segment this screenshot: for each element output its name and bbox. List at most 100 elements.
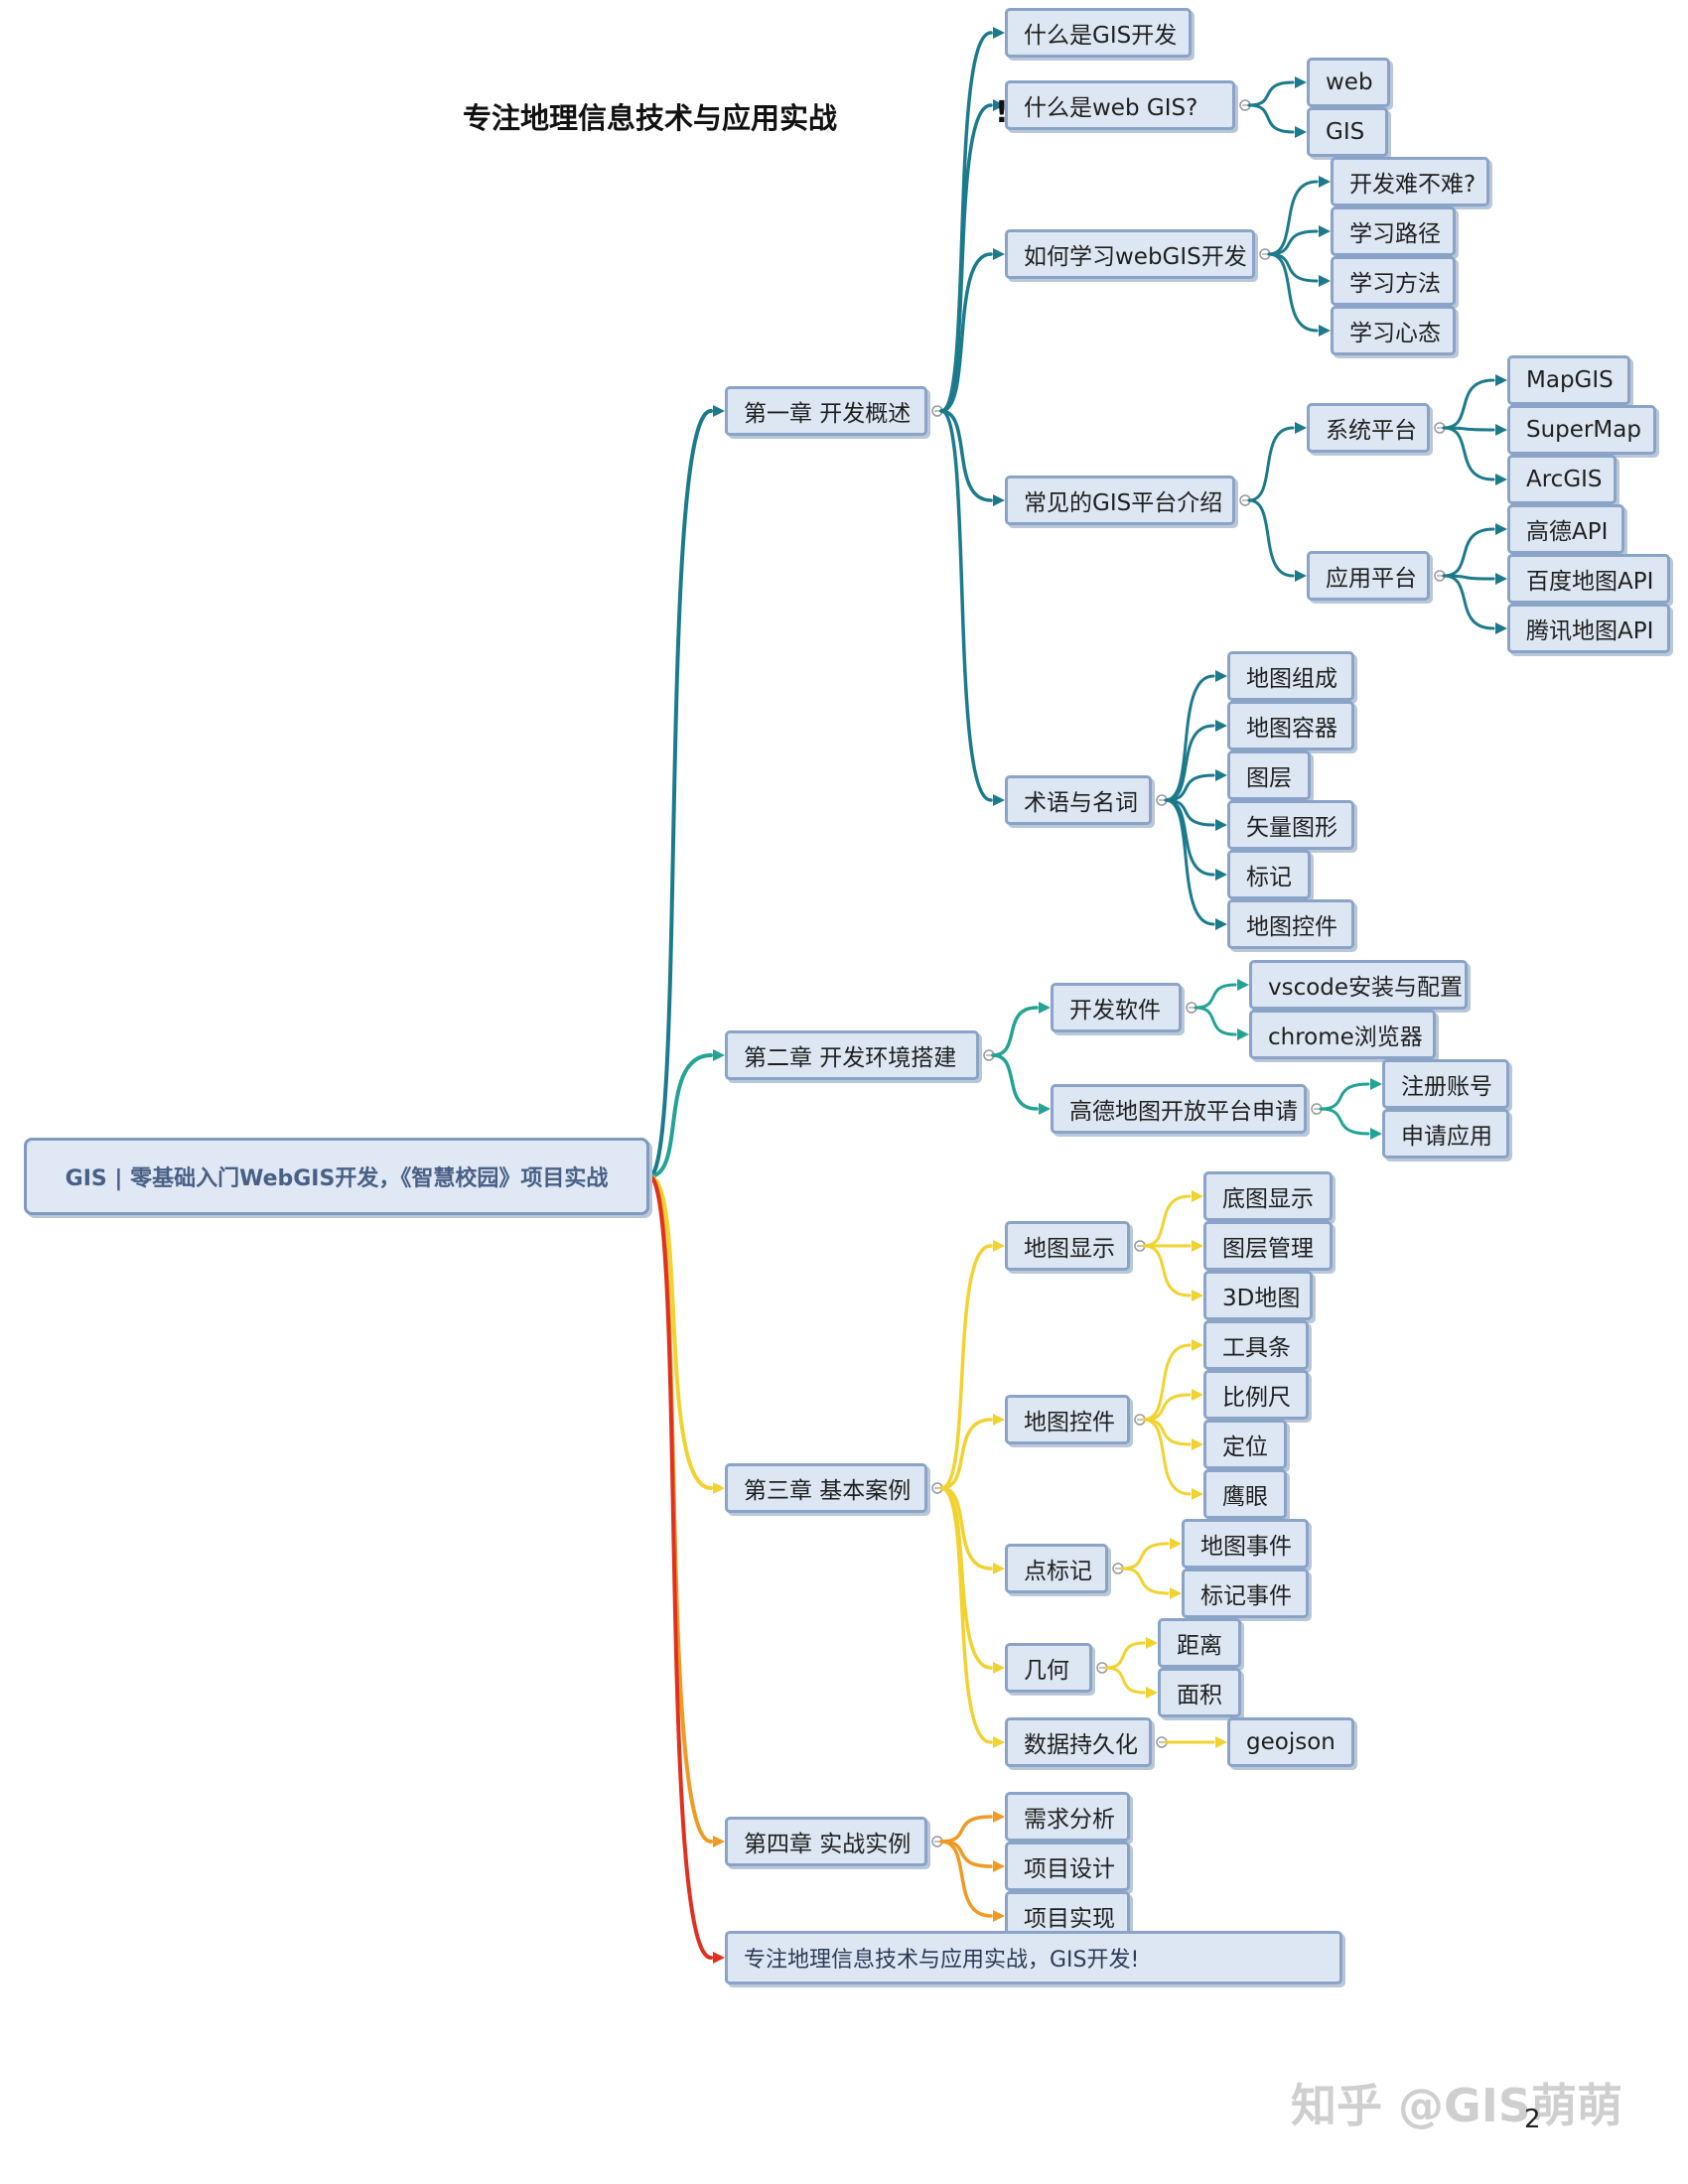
leaf-node-arcgis[interactable]: ArcGIS: [1507, 455, 1617, 504]
leaf-node-3-2-1[interactable]: 工具条: [1203, 1320, 1309, 1370]
leaf-node-supermap[interactable]: SuperMap: [1507, 405, 1656, 455]
leaf-connector-2-1-2-arrowhead: [1237, 1028, 1249, 1040]
leaf-connector-1-3-3: [1267, 252, 1319, 283]
subtopic-node-1-4-1[interactable]: 系统平台: [1307, 403, 1430, 453]
leaf-node-1-3-3[interactable]: 学习方法: [1331, 256, 1456, 306]
topic-connector-1-4-arrowhead: [993, 494, 1005, 506]
topic-node-1-1[interactable]: 什么是GIS开发: [1005, 8, 1192, 58]
root-node[interactable]: GIS | 零基础入门WebGIS开发，《智慧校园》项目实战: [24, 1138, 649, 1215]
leaf-node-3-2-4[interactable]: 鹰眼: [1203, 1469, 1287, 1519]
chapter-connector-2: [647, 1053, 713, 1178]
topic-node-3-1[interactable]: 地图显示: [1005, 1221, 1130, 1271]
page-number: 2: [1524, 2105, 1541, 2134]
leaf-connector-2-1-1-arrowhead: [1237, 979, 1249, 991]
chapter-connector-1-arrowhead: [713, 405, 725, 417]
leaf-node-1-5-4[interactable]: 矢量图形: [1227, 800, 1354, 850]
leaf-node-3-2-3[interactable]: 定位: [1203, 1420, 1287, 1469]
topic-node-1-4[interactable]: 常见的GIS平台介绍: [1005, 476, 1235, 525]
topic-node-2-2[interactable]: 高德地图开放平台申请: [1051, 1084, 1307, 1134]
topic-node-1-2[interactable]: 什么是web GIS?: [1005, 80, 1235, 130]
chapter-node-3[interactable]: 第三章 基本案例: [725, 1463, 927, 1513]
leaf-node-2-2-1[interactable]: 注册账号: [1382, 1059, 1509, 1109]
leaf-connector-1-4-1-2-arrowhead: [1495, 424, 1507, 436]
leaf-connector-3-4-2: [1104, 1666, 1146, 1695]
page-title: 专注地理信息技术与应用实战: [463, 101, 838, 135]
leaf-node-2-2-2[interactable]: 申请应用: [1382, 1109, 1509, 1159]
leaf-connector-1-3-4: [1267, 252, 1319, 333]
leaf-node-1-5-2[interactable]: 地图容器: [1227, 701, 1354, 751]
leaf-node-mapgis[interactable]: MapGIS: [1507, 355, 1630, 405]
leaf-connector-1-4-2-1-arrowhead: [1495, 523, 1507, 535]
leaf-node-gis[interactable]: GIS: [1307, 107, 1388, 157]
topic-connector-1-1-arrowhead: [993, 27, 1005, 39]
leaf-node-chrome[interactable]: chrome浏览器: [1249, 1010, 1436, 1059]
topic-node-1-3[interactable]: 如何学习webGIS开发: [1005, 229, 1255, 279]
leaf-node-api[interactable]: 高德API: [1507, 504, 1624, 554]
topic-node-3-2[interactable]: 地图控件: [1005, 1395, 1130, 1444]
leaf-connector-1-5-5: [1164, 798, 1215, 877]
leaf-node-1-3-4[interactable]: 学习心态: [1331, 306, 1456, 355]
topic-node-2-1[interactable]: 开发软件: [1051, 983, 1182, 1032]
leaf-connector-1-2-2-arrowhead: [1295, 126, 1307, 138]
leaf-node-3-3-2[interactable]: 标记事件: [1182, 1569, 1309, 1618]
topic-connector-3-5: [939, 1486, 993, 1744]
topic-connector-2-2-arrowhead: [1039, 1103, 1051, 1115]
footer-node[interactable]: 专注地理信息技术与应用实战，GIS开发!: [725, 1931, 1342, 1984]
leaf-connector-3-4-1-arrowhead: [1146, 1637, 1158, 1649]
topic-node-1-5[interactable]: 术语与名词: [1005, 775, 1152, 825]
leaf-node-3d[interactable]: 3D地图: [1203, 1271, 1313, 1320]
leaf-connector-3-2-2-arrowhead: [1192, 1389, 1203, 1401]
leaf-connector-1-4-2-arrowhead: [1295, 570, 1307, 582]
leaf-node-3-4-1[interactable]: 距离: [1158, 1618, 1241, 1668]
leaf-node-1-5-5[interactable]: 标记: [1227, 850, 1311, 899]
leaf-connector-2-1-2: [1194, 1006, 1237, 1036]
chapter-node-4[interactable]: 第四章 实战实例: [725, 1817, 927, 1866]
leaf-connector-3-2-1: [1142, 1343, 1192, 1422]
leaf-node-1-5-6[interactable]: 地图控件: [1227, 899, 1354, 949]
chapter-node-1[interactable]: 第一章 开发概述: [725, 386, 927, 436]
topic-connector-3-2-arrowhead: [993, 1414, 1005, 1426]
leaf-connector-1-3-3-arrowhead: [1319, 275, 1331, 287]
leaf-connector-1-3-2: [1267, 229, 1319, 256]
leaf-connector-2-2-2-arrowhead: [1370, 1128, 1382, 1140]
leaf-node-1-3-1[interactable]: 开发难不难?: [1331, 157, 1489, 206]
leaf-node-vscode[interactable]: vscode安装与配置: [1249, 960, 1468, 1010]
leaf-connector-1-3-1: [1267, 180, 1319, 256]
leaf-node-api[interactable]: 百度地图API: [1507, 554, 1670, 604]
chapter-connector-3-arrowhead: [713, 1482, 725, 1494]
leaf-node-geojson[interactable]: geojson: [1227, 1717, 1354, 1767]
leaf-node-3-1-1[interactable]: 底图显示: [1203, 1171, 1333, 1221]
topic-node-3-5[interactable]: 数据持久化: [1005, 1717, 1152, 1767]
leaf-connector-1-5-4-arrowhead: [1215, 819, 1227, 831]
leaf-node-1-5-3[interactable]: 图层: [1227, 751, 1311, 800]
topic-node-4-2[interactable]: 项目设计: [1005, 1842, 1130, 1891]
leaf-connector-3-4-2-arrowhead: [1146, 1687, 1158, 1699]
leaf-node-3-3-1[interactable]: 地图事件: [1182, 1519, 1309, 1569]
leaf-node-1-5-1[interactable]: 地图组成: [1227, 651, 1354, 701]
topic-connector-3-1-arrowhead: [993, 1240, 1005, 1252]
topic-node-3-3[interactable]: 点标记: [1005, 1544, 1108, 1593]
leaf-connector-1-4-1-3: [1442, 426, 1495, 481]
leaf-connector-1-2-1-arrowhead: [1295, 76, 1307, 88]
leaf-connector-3-5-1-arrowhead: [1215, 1736, 1227, 1748]
leaf-connector-3-4-1: [1104, 1641, 1146, 1670]
topic-connector-4-3-arrowhead: [993, 1910, 1005, 1922]
topic-node-4-1[interactable]: 需求分析: [1005, 1792, 1130, 1842]
leaf-node-3-2-2[interactable]: 比例尺: [1203, 1370, 1309, 1420]
leaf-connector-3-1-1: [1142, 1194, 1192, 1248]
topic-connector-1-2: [939, 103, 993, 413]
topic-connector-3-2: [939, 1418, 993, 1490]
leaf-node-web[interactable]: web: [1307, 58, 1390, 107]
leaf-node-api[interactable]: 腾讯地图API: [1507, 604, 1670, 653]
leaf-connector-2-2-1-arrowhead: [1370, 1078, 1382, 1090]
leaf-node-1-3-2[interactable]: 学习路径: [1331, 206, 1456, 256]
leaf-connector-1-4-2-3: [1442, 574, 1495, 630]
leaf-node-3-1-2[interactable]: 图层管理: [1203, 1221, 1333, 1271]
topic-node-3-4[interactable]: 几何: [1005, 1643, 1092, 1693]
leaf-connector-1-2-1: [1247, 80, 1295, 107]
leaf-connector-1-5-5-arrowhead: [1215, 869, 1227, 881]
chapter-node-2[interactable]: 第二章 开发环境搭建: [725, 1030, 979, 1080]
leaf-node-3-4-2[interactable]: 面积: [1158, 1668, 1241, 1717]
leaf-connector-1-5-1: [1164, 674, 1215, 802]
subtopic-node-1-4-2[interactable]: 应用平台: [1307, 551, 1430, 601]
